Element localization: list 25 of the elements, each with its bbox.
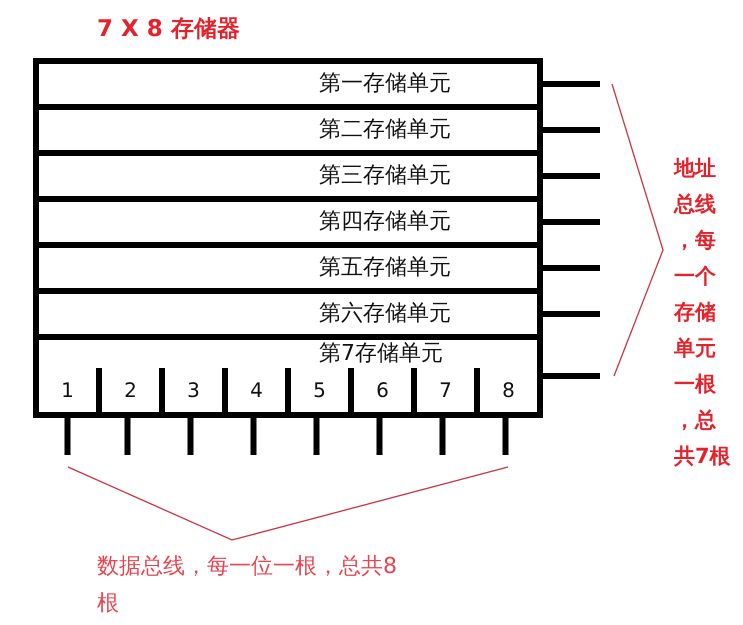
bit-number: 5 bbox=[313, 379, 326, 401]
diagram-title: 7 X 8 存储器 bbox=[97, 15, 240, 43]
address-line bbox=[543, 373, 600, 379]
bit-number: 4 bbox=[250, 379, 263, 401]
unit-label: 第四存储单元 bbox=[319, 210, 451, 234]
address-line bbox=[543, 173, 600, 179]
address-line bbox=[543, 311, 600, 317]
unit-label: 第六存储单元 bbox=[319, 302, 451, 326]
address-line bbox=[543, 265, 600, 271]
bit-number: 3 bbox=[187, 379, 200, 401]
bit-number: 8 bbox=[502, 379, 515, 401]
unit-label: 第三存储单元 bbox=[319, 164, 451, 188]
address-line bbox=[543, 127, 600, 133]
address-line bbox=[543, 81, 600, 87]
bit-number: 1 bbox=[61, 379, 74, 401]
address-line bbox=[543, 219, 600, 225]
unit-label: 第7存储单元 bbox=[319, 342, 443, 366]
unit-label: 第二存储单元 bbox=[319, 118, 451, 142]
bus-note: 地址总线，每一个存储单元一根，总共7根 bbox=[674, 155, 732, 470]
bus-note: 数据总线，每一位一根，总共8根 bbox=[97, 553, 398, 618]
unit-label: 第一存储单元 bbox=[319, 72, 451, 96]
bit-number: 6 bbox=[376, 379, 389, 401]
unit-label: 第五存储单元 bbox=[319, 256, 451, 280]
bit-number: 2 bbox=[124, 379, 137, 401]
bit-number: 7 bbox=[439, 379, 452, 401]
